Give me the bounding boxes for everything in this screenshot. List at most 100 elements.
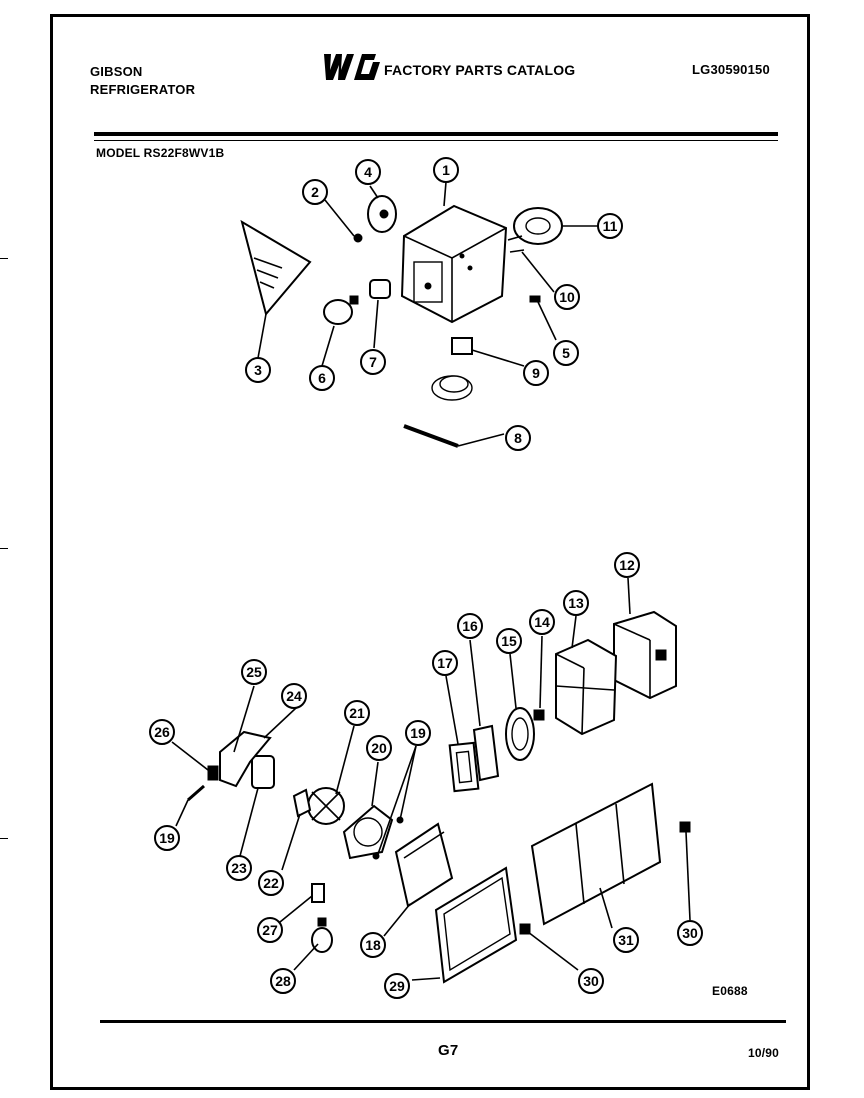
margin-tick (0, 548, 8, 549)
part-ring-20 (342, 804, 394, 860)
part-switch-9 (431, 337, 473, 401)
svg-text:7: 7 (369, 354, 377, 370)
part-ice-maker-housing (400, 204, 508, 324)
header-rule (94, 132, 778, 136)
part-bracket-22 (292, 788, 312, 818)
catalog-number: LG30590150 (692, 62, 770, 77)
svg-text:25: 25 (246, 664, 262, 680)
callout-25: 25 (241, 659, 267, 685)
part-door-29 (434, 866, 518, 984)
callout-1: 1 (433, 157, 459, 183)
part-box-13 (555, 638, 618, 736)
svg-text:15: 15 (501, 633, 517, 649)
page-code: G7 (438, 1042, 459, 1059)
svg-text:27: 27 (262, 922, 278, 938)
part-frame-17 (448, 741, 480, 793)
svg-text:5: 5 (562, 345, 570, 361)
callout-14: 14 (529, 609, 555, 635)
svg-text:26: 26 (154, 724, 170, 740)
part-knob-14 (533, 709, 545, 721)
part-clip-26 (207, 765, 219, 781)
callout-19a: 19 (154, 825, 180, 851)
svg-text:9: 9 (532, 365, 540, 381)
brand-line-1: GIBSON (90, 64, 143, 79)
part-screw-19b (372, 816, 404, 860)
svg-text:13: 13 (568, 595, 584, 611)
svg-text:4: 4 (364, 164, 372, 180)
part-motor-23 (251, 755, 275, 789)
part-screw-30a (519, 923, 531, 935)
part-screw-30b (679, 821, 691, 833)
svg-text:18: 18 (365, 937, 381, 953)
svg-text:30: 30 (682, 925, 698, 941)
callout-18: 18 (360, 932, 386, 958)
svg-text:20: 20 (371, 740, 387, 756)
callout-16: 16 (457, 613, 483, 639)
svg-text:16: 16 (462, 618, 478, 634)
callout-2: 2 (302, 179, 328, 205)
catalog-title: FACTORY PARTS CATALOG (384, 62, 576, 78)
footer-rule (100, 1020, 786, 1023)
callout-10: 10 (554, 284, 580, 310)
callout-28: 28 (270, 968, 296, 994)
model-label: MODEL RS22F8WV1B (96, 146, 225, 160)
header-rule-thin (94, 140, 778, 141)
part-screw-19a (187, 784, 205, 802)
svg-text:17: 17 (437, 655, 453, 671)
margin-tick (0, 258, 8, 259)
svg-text:6: 6 (318, 370, 326, 386)
callout-12: 12 (614, 552, 640, 578)
part-socket-7 (369, 279, 391, 299)
svg-text:21: 21 (349, 705, 365, 721)
callout-13: 13 (563, 590, 589, 616)
callout-24: 24 (281, 683, 307, 709)
part-rod-8 (403, 424, 459, 448)
svg-text:31: 31 (618, 932, 634, 948)
svg-text:28: 28 (275, 973, 291, 989)
svg-text:12: 12 (619, 557, 635, 573)
wci-logo (324, 54, 380, 80)
part-bracket-16 (472, 724, 500, 782)
part-cover-12 (613, 610, 677, 700)
leaders-bottom (171, 577, 691, 981)
part-evaporator-18 (394, 822, 454, 908)
part-motor (367, 195, 397, 233)
svg-text:8: 8 (514, 430, 522, 446)
svg-text:19: 19 (159, 830, 175, 846)
callout-29: 29 (384, 973, 410, 999)
svg-text:30: 30 (583, 973, 599, 989)
svg-text:11: 11 (603, 218, 618, 234)
svg-text:22: 22 (263, 875, 279, 891)
svg-text:29: 29 (389, 978, 405, 994)
callout-17: 17 (432, 650, 458, 676)
callout-3: 3 (245, 357, 271, 383)
callout-4: 4 (355, 159, 381, 185)
brand-line-2: REFRIGERATOR (90, 82, 196, 97)
callout-19b: 19 (405, 720, 431, 746)
callout-26: 26 (149, 719, 175, 745)
svg-text:1: 1 (442, 162, 450, 178)
callout-22: 22 (258, 870, 284, 896)
part-mount-24-25 (219, 730, 272, 788)
svg-text:19: 19 (410, 725, 426, 741)
part-disk-11 (513, 207, 563, 245)
part-screw-5 (529, 295, 541, 303)
footer-date: 10/90 (748, 1046, 780, 1060)
callout-20: 20 (366, 735, 392, 761)
margin-tick (0, 838, 8, 839)
svg-text:23: 23 (231, 860, 247, 876)
part-socket-27 (311, 883, 325, 903)
svg-text:10: 10 (559, 289, 575, 305)
part-bin-3 (240, 219, 312, 317)
callout-7: 7 (360, 349, 386, 375)
part-bulb-6 (323, 295, 359, 325)
callout-5: 5 (553, 340, 579, 366)
page-frame (50, 14, 810, 1090)
callout-9: 9 (523, 360, 549, 386)
callout-15: 15 (496, 628, 522, 654)
callout-31: 31 (613, 927, 639, 953)
callout-6: 6 (309, 365, 335, 391)
svg-text:24: 24 (286, 688, 302, 704)
part-dial-15 (505, 707, 535, 761)
